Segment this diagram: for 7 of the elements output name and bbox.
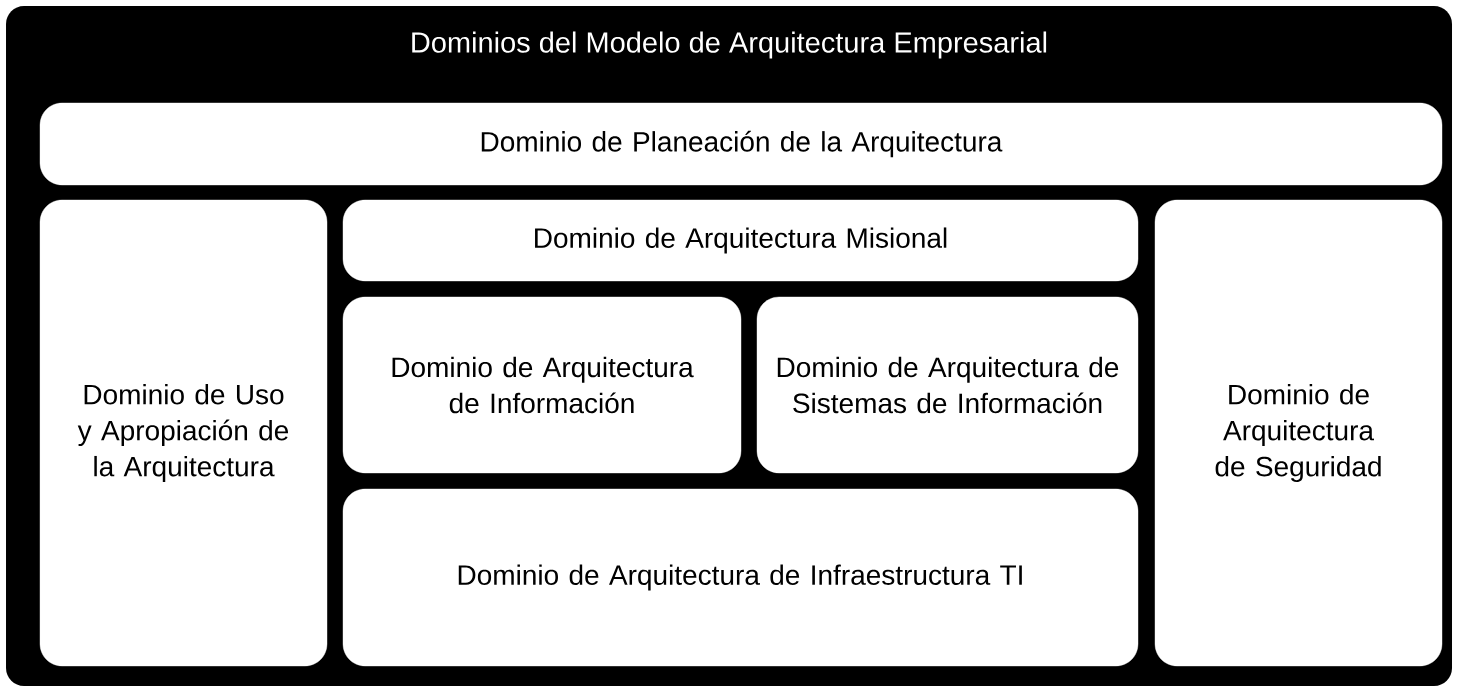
domain-box: Dominio de Uso y Apropiación de la Arquitectura	[39, 199, 328, 667]
domain-box: Dominio de Planeación de la Arquitectura	[39, 102, 1443, 186]
domain-box: Dominio de Arquitectura de Seguridad	[1154, 199, 1443, 667]
domain-box: Dominio de Arquitectura de Infraestructura TI	[342, 488, 1139, 667]
domain-box: Dominio de Arquitectura de Información	[342, 296, 742, 474]
domain-box: Dominio de Arquitectura Misional	[342, 199, 1139, 282]
domain-box: Dominio de Arquitectura de Sistemas de Información	[756, 296, 1139, 474]
